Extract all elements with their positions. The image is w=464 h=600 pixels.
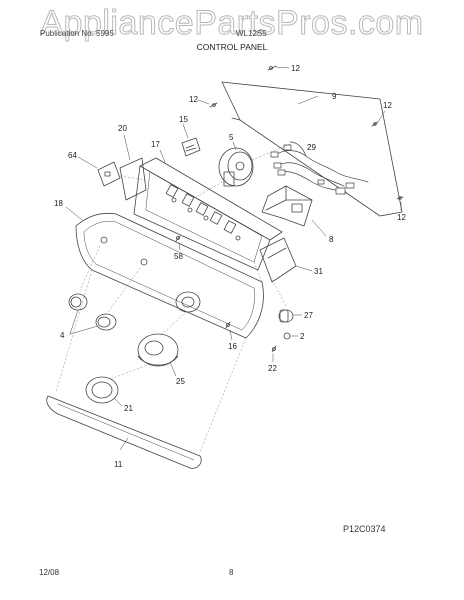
- part-21-ring: [85, 376, 123, 407]
- part-64-label: [77, 156, 121, 187]
- screw-12c: [371, 121, 379, 127]
- callout-18: 18: [54, 199, 63, 208]
- callout-17: 17: [151, 140, 160, 149]
- callout-12d: 12: [397, 213, 406, 222]
- callout-31: 31: [314, 267, 323, 276]
- callout-25: 25: [176, 377, 185, 386]
- part-15-bracket: [181, 123, 201, 157]
- callout-27: 27: [304, 311, 313, 320]
- callout-58: 58: [174, 252, 183, 261]
- callout-11: 11: [114, 460, 123, 469]
- callout-12c: 12: [383, 101, 392, 110]
- page-number: 8: [229, 568, 234, 577]
- callout-labels: 12 9 12 12 15 20 5 17 29 64 12 18 8 58 3…: [54, 64, 406, 469]
- watermark: AppliancePartsPros.com: [40, 4, 424, 43]
- part-18-front-panel: [65, 206, 264, 339]
- callout-15: 15: [179, 115, 188, 124]
- callout-20: 20: [118, 124, 127, 133]
- part-29-wire-harness: [270, 141, 369, 195]
- assembly-guide-lines: [55, 143, 291, 453]
- part-31-trim: [259, 237, 313, 283]
- screw-12d: [396, 196, 404, 200]
- part-20-switch: [119, 134, 147, 201]
- part-16-screw: [225, 321, 233, 341]
- callout-12a: 12: [291, 64, 300, 73]
- model-number: WL12S5: [236, 29, 267, 38]
- part-5-timer: [218, 141, 254, 187]
- part-27-button: [278, 309, 303, 323]
- screw-12a: [267, 65, 277, 71]
- callout-9: 9: [332, 92, 337, 101]
- callout-21: 21: [124, 404, 133, 413]
- callout-4: 4: [60, 331, 65, 340]
- callout-64: 64: [68, 151, 77, 160]
- publication-number: Publication No. 5995: [40, 29, 114, 38]
- part-2-spring: [283, 332, 299, 340]
- diagram-code: P12C0374: [343, 524, 386, 534]
- screw-12b: [209, 102, 218, 108]
- part-25-dial: [137, 333, 179, 377]
- callout-29: 29: [307, 143, 316, 152]
- part-9-back-panel: [221, 81, 403, 217]
- part-11-trim-strip: [46, 395, 202, 469]
- part-4-knobs: [68, 293, 117, 335]
- part-22-screw: [271, 345, 277, 363]
- part-8-control-board: [261, 185, 327, 237]
- callout-5: 5: [229, 133, 234, 142]
- part-58-screw: [175, 235, 181, 251]
- diagram-title: CONTROL PANEL: [196, 42, 268, 52]
- callout-22: 22: [268, 364, 277, 373]
- callout-16: 16: [228, 342, 237, 351]
- callout-12b: 12: [189, 95, 198, 104]
- callout-2: 2: [300, 332, 305, 341]
- callout-8: 8: [329, 235, 334, 244]
- publication-date: 12/08: [39, 568, 60, 577]
- part-17-console: [133, 149, 283, 271]
- part-12-screws: [197, 65, 404, 211]
